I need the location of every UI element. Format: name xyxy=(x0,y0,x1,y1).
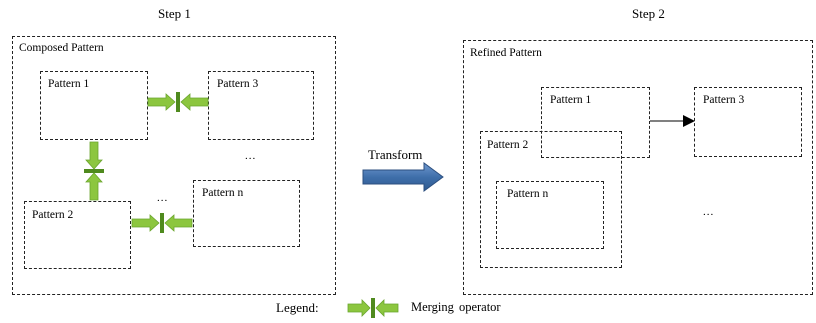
step2-pattern-1-label: Pattern 1 xyxy=(550,94,592,106)
step2-pattern-3-label: Pattern 3 xyxy=(703,94,745,106)
merging-operator-icon xyxy=(84,141,104,201)
legend-item-label: Merging operator xyxy=(411,300,501,314)
merging-operator-icon xyxy=(131,213,193,233)
step2-ellipsis: ... xyxy=(703,206,715,218)
merging-operator-icon xyxy=(147,92,209,112)
step1-pattern-1-label: Pattern 1 xyxy=(48,78,90,90)
transform-label: Transform xyxy=(368,147,423,162)
refined-pattern-label: Refined Pattern xyxy=(470,47,542,59)
relation-arrow-icon xyxy=(650,115,695,127)
step-2-title: Step 2 xyxy=(632,6,665,21)
step1-pattern-n-box: Pattern n xyxy=(193,180,300,247)
legend-merging-operator-icon xyxy=(347,298,399,318)
step2-pattern-3-box: Pattern 3 xyxy=(694,87,802,157)
step2-pattern-2-label: Pattern 2 xyxy=(487,139,529,151)
step2-pattern-1-box: Pattern 1 xyxy=(541,87,650,158)
composed-pattern-container: Composed Pattern xyxy=(12,36,336,295)
transform-arrow-icon xyxy=(362,162,444,192)
step1-pattern-3-box: Pattern 3 xyxy=(208,71,314,140)
legend-label: Legend: xyxy=(276,300,319,315)
refined-pattern-container: Refined Pattern xyxy=(463,40,813,295)
step-1-title: Step 1 xyxy=(158,6,191,21)
step1-pattern-n-label: Pattern n xyxy=(202,187,244,199)
step1-pattern-3-label: Pattern 3 xyxy=(217,78,259,90)
step1-pattern-2-box: Pattern 2 xyxy=(24,201,131,269)
step2-pattern-n-label: Pattern n xyxy=(507,188,549,200)
step2-pattern-2-box: Pattern 2 xyxy=(480,131,622,268)
step2-pattern-n-box: Pattern n xyxy=(496,181,604,249)
step1-ellipsis-a: ... xyxy=(245,150,257,162)
step1-ellipsis-b: ... xyxy=(157,192,169,204)
composed-pattern-label: Composed Pattern xyxy=(19,42,104,54)
step1-pattern-2-label: Pattern 2 xyxy=(32,209,74,221)
step1-pattern-1-box: Pattern 1 xyxy=(40,71,148,140)
